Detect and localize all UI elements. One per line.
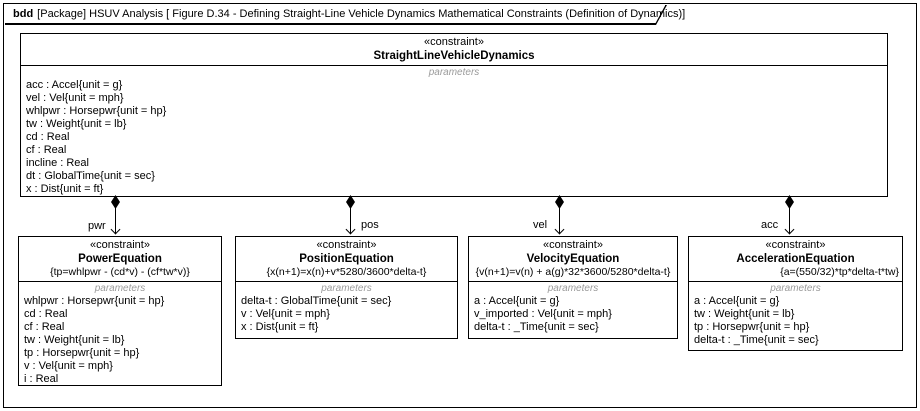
compartment-label: parameters <box>321 283 372 294</box>
parameter: i : Real <box>24 373 59 385</box>
connector-line <box>349 197 351 234</box>
constraint-expression: {v(n+1)=v(n) + a(g)*32*3600/5280*delta-t… <box>475 266 671 278</box>
parameter: delta-t : _Time{unit = sec} <box>474 321 599 333</box>
compartment-label: parameters <box>428 67 480 78</box>
composite-diamond-icon <box>111 195 120 209</box>
diagram-kind-keyword: bdd <box>13 8 34 20</box>
diagram-title-text: [Package] HSUV Analysis [ Figure D.34 - … <box>37 8 686 20</box>
parameters-compartment: parameters whlpwr : Horsepwr{unit = hp} … <box>19 282 221 386</box>
stereotype-label: «constraint» <box>765 239 826 251</box>
parameter: x : Dist{unit = ft} <box>241 321 319 333</box>
parameter: tw : Weight{unit = lb} <box>26 118 127 130</box>
composite-diamond-icon <box>555 195 564 209</box>
constraint-expression: {tp=whlpwr - (cd*v) - (cf*tw*v)} <box>50 266 190 278</box>
constraint-block-acceleration-equation[interactable]: «constraint» AccelerationEquation {a=(55… <box>688 236 903 351</box>
parameter: x : Dist{unit = ft} <box>26 183 104 195</box>
constraint-block-straight-line-vehicle-dynamics[interactable]: «constraint» StraightLineVehicleDynamics… <box>20 33 888 197</box>
connector-pos[interactable] <box>345 195 356 236</box>
connector-line <box>114 197 116 234</box>
name-compartment: «constraint» PositionEquation {x(n+1)=x(… <box>236 237 457 282</box>
connector-pwr[interactable] <box>110 195 121 236</box>
parameter: whlpwr : Horsepwr{unit = hp} <box>24 295 165 307</box>
parameters-compartment: parameters a : Accel{unit = g} v_importe… <box>469 282 677 334</box>
connector-label-pos: pos <box>361 219 379 231</box>
block-name: PositionEquation <box>299 253 394 265</box>
parameter: v_imported : Vel{unit = mph} <box>474 308 612 320</box>
tab-border-shape <box>5 5 667 25</box>
composite-diamond-icon <box>346 195 355 209</box>
name-compartment: «constraint» VelocityEquation {v(n+1)=v(… <box>469 237 677 282</box>
composite-diamond-icon <box>785 195 794 209</box>
block-name: PowerEquation <box>78 253 162 265</box>
parameters-compartment: parameters acc : Accel{unit = g} vel : V… <box>21 66 887 196</box>
stereotype-label: «constraint» <box>424 36 484 48</box>
block-name: VelocityEquation <box>526 253 620 265</box>
parameter: tw : Weight{unit = lb} <box>24 334 125 346</box>
connector-label-pwr: pwr <box>88 220 106 232</box>
compartment-label: parameters <box>94 283 146 294</box>
parameter: a : Accel{unit = g} <box>474 295 560 307</box>
diagram-title: bdd[Package] HSUV Analysis [ Figure D.34… <box>5 5 685 20</box>
parameter: cf : Real <box>26 144 67 156</box>
connector-vel[interactable] <box>554 195 565 236</box>
block-name: AccelerationEquation <box>736 253 855 265</box>
arrowhead-down-icon <box>784 224 795 235</box>
parameter: a : Accel{unit = g} <box>694 295 780 307</box>
connector-label-vel: vel <box>533 219 548 231</box>
block-name: StraightLineVehicleDynamics <box>373 50 535 62</box>
name-compartment: «constraint» StraightLineVehicleDynamics <box>21 34 887 66</box>
parameter: acc : Accel{unit = g} <box>26 79 123 91</box>
parameter: v : Vel{unit = mph} <box>241 308 330 320</box>
parameter: vel : Vel{unit = mph} <box>26 92 124 104</box>
parameter: dt : GlobalTime{unit = sec} <box>26 170 155 182</box>
parameter: v : Vel{unit = mph} <box>24 360 113 372</box>
parameter: cf : Real <box>24 321 65 333</box>
connector-line <box>558 197 560 234</box>
parameter: delta-t : _Time{unit = sec} <box>694 334 819 346</box>
name-compartment: «constraint» PowerEquation {tp=whlpwr - … <box>19 237 221 282</box>
stereotype-label: «constraint» <box>543 239 603 251</box>
compartment-label: parameters <box>770 283 821 294</box>
parameters-compartment: parameters delta-t : GlobalTime{unit = s… <box>236 282 457 334</box>
constraint-block-position-equation[interactable]: «constraint» PositionEquation {x(n+1)=x(… <box>235 236 458 339</box>
parameter: delta-t : GlobalTime{unit = sec} <box>241 295 392 307</box>
diagram-title-tab: bdd[Package] HSUV Analysis [ Figure D.34… <box>5 5 685 25</box>
connector-line <box>788 197 790 234</box>
compartment-label: parameters <box>547 283 599 294</box>
constraint-block-power-equation[interactable]: «constraint» PowerEquation {tp=whlpwr - … <box>18 236 222 386</box>
parameter: tw : Weight{unit = lb} <box>694 308 795 320</box>
parameter: cd : Real <box>26 131 70 143</box>
arrowhead-down-icon <box>110 224 121 235</box>
constraint-expression: {a=(550/32)*tp*delta-t*tw} <box>780 266 899 278</box>
name-compartment: «constraint» AccelerationEquation {a=(55… <box>689 237 902 282</box>
parameter: whlpwr : Horsepwr{unit = hp} <box>26 105 167 117</box>
arrowhead-down-icon <box>554 224 565 235</box>
parameter: tp : Horsepwr{unit = hp} <box>24 347 140 359</box>
connector-label-acc: acc <box>761 219 779 231</box>
parameter: incline : Real <box>26 157 89 169</box>
constraint-expression: {x(n+1)=x(n)+v*5280/3600*delta-t} <box>266 266 427 278</box>
stereotype-label: «constraint» <box>90 239 150 251</box>
arrowhead-down-icon <box>345 224 356 235</box>
constraint-block-velocity-equation[interactable]: «constraint» VelocityEquation {v(n+1)=v(… <box>468 236 678 339</box>
parameters-compartment: parameters a : Accel{unit = g} tw : Weig… <box>689 282 902 347</box>
parameter: tp : Horsepwr{unit = hp} <box>694 321 810 333</box>
connector-acc[interactable] <box>784 195 795 236</box>
stereotype-label: «constraint» <box>316 239 377 251</box>
parameter: cd : Real <box>24 308 68 320</box>
